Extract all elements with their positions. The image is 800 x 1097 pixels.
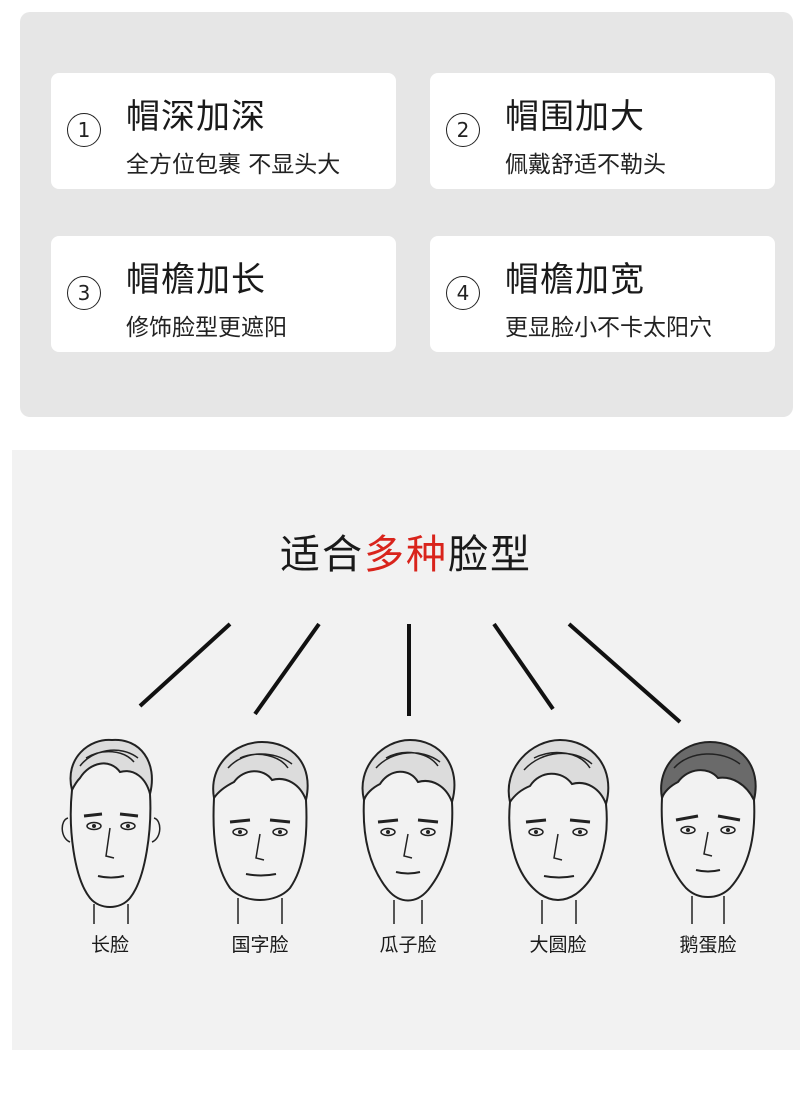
heading-prefix: 适合 (280, 532, 364, 578)
feature-number: 3 (67, 276, 101, 310)
heading-suffix: 脸型 (448, 532, 532, 578)
feature-title: 帽檐加宽 (505, 260, 645, 300)
feature-number: 1 (67, 113, 101, 147)
feature-number: 2 (446, 113, 480, 147)
feature-number: 4 (446, 276, 480, 310)
feature-title: 帽深加深 (126, 97, 266, 137)
connector-lines (138, 622, 682, 724)
connector-line (492, 622, 555, 711)
feature-card-brim-width: 4 帽檐加宽 更显脸小不卡太阳穴 (430, 236, 775, 352)
feature-desc: 全方位包裹 不显头大 (126, 152, 341, 178)
square-face-sketch (200, 728, 320, 928)
connector-line (567, 622, 682, 724)
face-label-square: 国字脸 (231, 934, 289, 956)
heading-accent: 多种 (364, 532, 448, 578)
face-label-oval: 鹅蛋脸 (679, 934, 737, 956)
features-panel: 1 帽深加深 全方位包裹 不显头大 2 帽围加大 佩戴舒适不勒头 3 帽檐加长 … (20, 12, 793, 417)
feature-desc: 修饰脸型更遮阳 (126, 315, 287, 341)
face-shapes-panel: 适合多种脸型 (12, 450, 800, 1050)
feature-card-circumference: 2 帽围加大 佩戴舒适不勒头 (430, 73, 775, 189)
feature-title: 帽檐加长 (126, 260, 266, 300)
connector-line (253, 622, 321, 716)
feature-card-depth: 1 帽深加深 全方位包裹 不显头大 (51, 73, 396, 189)
feature-desc: 更显脸小不卡太阳穴 (505, 315, 712, 341)
face-label-long: 长脸 (90, 934, 129, 956)
feature-card-brim-length: 3 帽檐加长 修饰脸型更遮阳 (51, 236, 396, 352)
feature-desc: 佩戴舒适不勒头 (505, 152, 666, 178)
round-face-sketch (498, 728, 618, 928)
pointed-face-sketch (348, 728, 468, 928)
face-shapes-heading: 适合多种脸型 (12, 522, 800, 580)
face-label-round: 大圆脸 (529, 934, 587, 956)
long-face-sketch (50, 728, 170, 928)
oval-face-sketch (648, 728, 768, 928)
feature-title: 帽围加大 (505, 97, 645, 137)
face-label-pointed: 瓜子脸 (379, 934, 437, 956)
connector-line (138, 622, 232, 708)
